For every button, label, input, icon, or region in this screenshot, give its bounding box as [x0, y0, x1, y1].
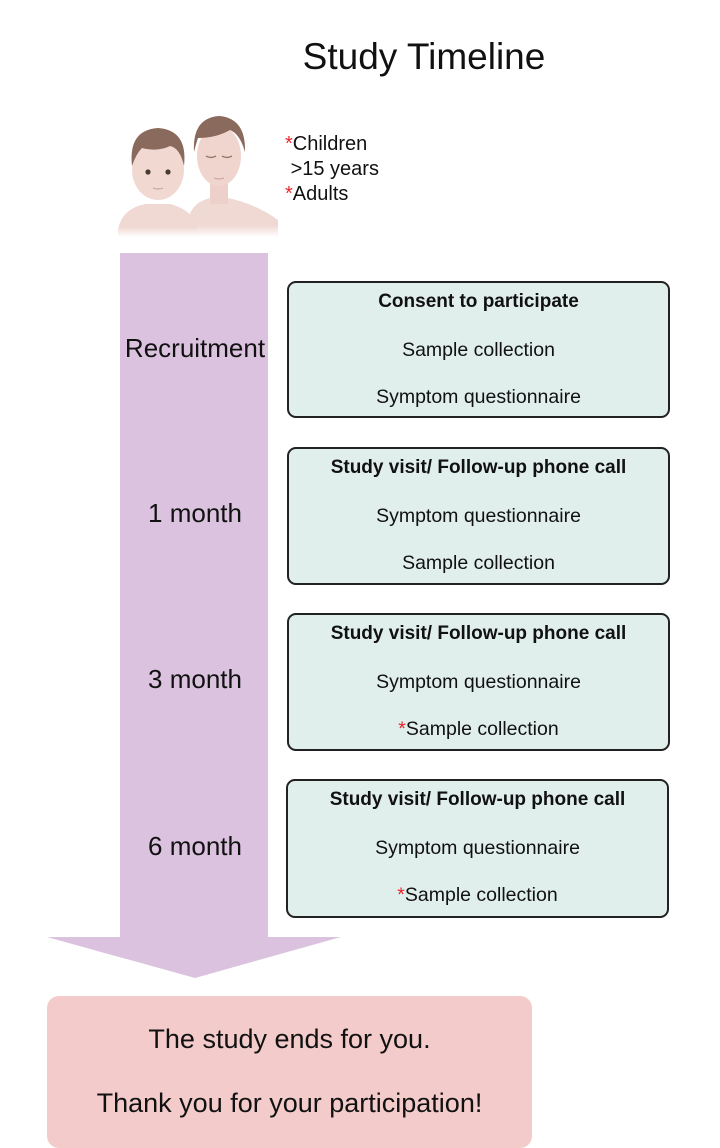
study-end-box: The study ends for you. Thank you for yo… [47, 996, 532, 1148]
stage-item: *Sample collection [397, 884, 558, 906]
legend-item-children: *Children [285, 133, 368, 155]
participant-legend: *Children >15 years *Adults [285, 132, 379, 207]
asterisk-icon: * [398, 718, 406, 740]
legend-item-age: >15 years [290, 158, 379, 180]
stage-item: Study visit/ Follow-up phone call [329, 789, 626, 810]
legend-item-adults: *Adults [285, 183, 349, 205]
stage-item: Symptom questionnaire [375, 837, 580, 859]
asterisk-icon: * [285, 133, 293, 155]
asterisk-icon: * [285, 183, 293, 205]
stage-box-1-month: Study visit/ Follow-up phone call Sympto… [287, 447, 670, 585]
stage-item: Sample collection [402, 339, 555, 361]
stage-item: Study visit/ Follow-up phone call [330, 623, 627, 644]
stage-box-recruitment: Consent to participate Sample collection… [287, 281, 670, 418]
stage-item: Study visit/ Follow-up phone call [330, 457, 627, 478]
study-end-text: The study ends for you. [148, 1024, 431, 1054]
stage-item: Symptom questionnaire [376, 671, 581, 693]
stage-box-6-month: Study visit/ Follow-up phone call Sympto… [286, 779, 669, 918]
stage-label-6-month: 6 month [148, 831, 242, 861]
timeline-arrow-shape [47, 253, 341, 978]
stage-label-recruitment: Recruitment [124, 333, 266, 363]
stage-item: Consent to participate [378, 291, 579, 312]
stage-item: *Sample collection [398, 718, 559, 740]
children-and-adult-icon [118, 116, 278, 237]
stage-box-3-month: Study visit/ Follow-up phone call Sympto… [287, 613, 670, 751]
thank-you-text: Thank you for your participation! [96, 1088, 483, 1118]
page-title: Study Timeline [302, 36, 546, 77]
stage-item: Sample collection [402, 552, 555, 574]
stage-item: Symptom questionnaire [376, 386, 581, 408]
asterisk-icon: * [397, 884, 405, 906]
stage-label-1-month: 1 month [148, 498, 242, 528]
stage-label-3-month: 3 month [148, 664, 242, 694]
stage-item: Symptom questionnaire [376, 505, 581, 527]
